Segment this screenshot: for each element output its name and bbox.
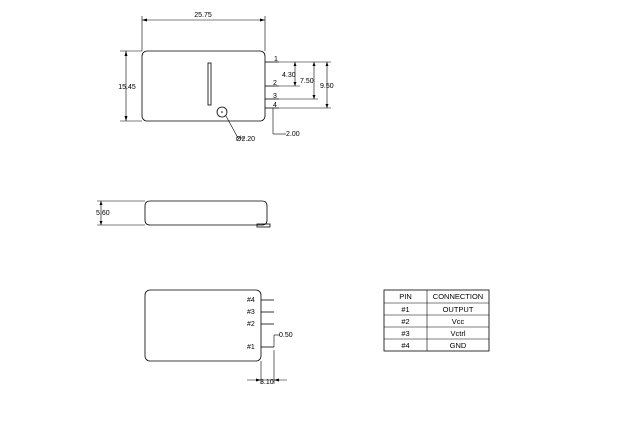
bottom-view-body <box>144 289 262 362</box>
table-row-connection: Vcc <box>452 317 465 326</box>
side-view: 5.60 <box>96 200 271 228</box>
pin-label-1: 1 <box>274 56 278 63</box>
table-header-connection: CONNECTION <box>433 292 483 301</box>
dim-9-50: 9.50 <box>320 83 334 90</box>
dim-hole: Ø2.20 <box>236 136 255 143</box>
pin-table: PIN CONNECTION #1 OUTPUT #2 Vcc #3 Vctrl… <box>383 289 490 352</box>
bottom-pin-label-1: #1 <box>247 344 255 351</box>
table-row-pin: #2 <box>401 317 409 326</box>
table-row-connection: GND <box>450 341 467 350</box>
dim-0-50: 0.50 <box>279 332 293 339</box>
pin-label-2: 2 <box>273 80 277 87</box>
dim-height: 15.45 <box>118 84 136 91</box>
bottom-view: #4 #3 #2 #1 0.50 3.10 <box>144 289 293 386</box>
dim-width: 25.75 <box>194 12 212 19</box>
bottom-pin-label-4: #4 <box>247 297 255 304</box>
side-view-pin <box>256 223 271 228</box>
bottom-pin-label-2: #2 <box>247 321 255 328</box>
table-header-pin: PIN <box>399 292 412 301</box>
dim-2-00: 2.00 <box>286 131 300 138</box>
dim-7-50: 7.50 <box>300 78 314 85</box>
mounting-hole <box>216 106 228 118</box>
pin-label-4: 4 <box>273 102 277 109</box>
top-view-body <box>141 50 266 122</box>
pin-label-3: 3 <box>273 93 277 100</box>
table-row-connection: Vctrl <box>451 329 466 338</box>
table-row-pin: #1 <box>401 305 409 314</box>
side-view-body <box>144 200 268 226</box>
dim-thickness: 5.60 <box>96 210 110 217</box>
dim-3-10: 3.10 <box>260 379 274 386</box>
top-view-slot <box>207 62 212 106</box>
table-row-pin: #4 <box>401 341 409 350</box>
dim-4-30: 4.30 <box>282 72 296 79</box>
table-row-connection: OUTPUT <box>443 305 474 314</box>
top-view: 25.75 15.45 1 2 3 4 4.30 7.50 9.50 <box>118 12 333 143</box>
table-row-pin: #3 <box>401 329 409 338</box>
bottom-pin-label-3: #3 <box>247 309 255 316</box>
